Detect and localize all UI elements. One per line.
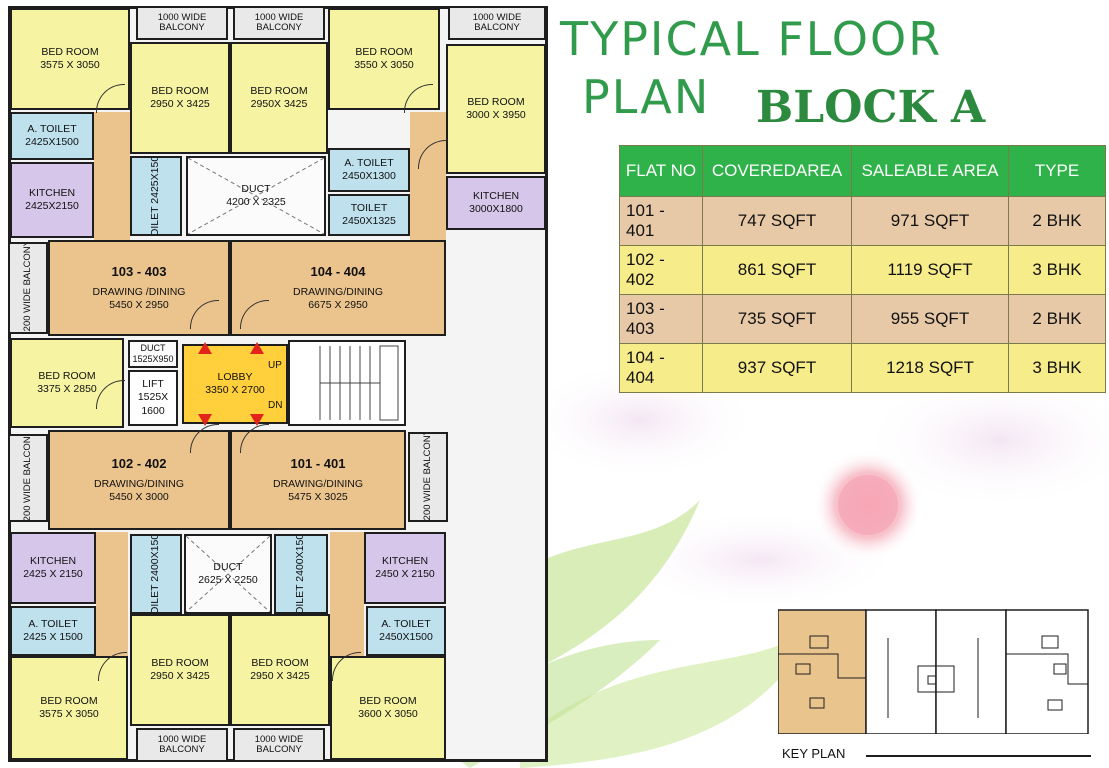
passage-bottom-right bbox=[330, 532, 364, 656]
cell-covered-area: 861 SQFT bbox=[702, 245, 852, 295]
cell-type: 2 BHK bbox=[1008, 294, 1106, 344]
balcony-bottom-1: 1000 WIDE BALCONY bbox=[136, 728, 228, 762]
table-row: 102 - 402 861 SQFT 1119 SQFT 3 BHK bbox=[619, 245, 1106, 295]
arrow-down-icon bbox=[250, 414, 264, 426]
table-row: 103 - 403 735 SQFT 955 SQFT 2 BHK bbox=[619, 294, 1106, 344]
key-plan-highlight bbox=[778, 609, 867, 734]
balcony-right: 1200 WIDE BALCONY bbox=[408, 432, 448, 522]
cell-flat-no: 101 - 401 bbox=[619, 196, 703, 246]
cell-type: 3 BHK bbox=[1008, 343, 1106, 393]
arrow-up-icon bbox=[198, 342, 212, 354]
staircase bbox=[288, 340, 406, 426]
passage-bottom-left bbox=[96, 532, 128, 656]
balcony-top-3: 1000 WIDE BALCONY bbox=[448, 6, 546, 40]
cell-flat-no: 104 - 404 bbox=[619, 343, 703, 393]
arrow-down-icon bbox=[198, 414, 212, 426]
cell-saleable-area: 971 SQFT bbox=[851, 196, 1009, 246]
header-saleable-area: SALEABLE AREA bbox=[851, 145, 1009, 197]
key-plan-diagram bbox=[778, 609, 1089, 734]
floor-plan: 1000 WIDE BALCONY 1000 WIDE BALCONY 1000… bbox=[8, 6, 548, 762]
cell-saleable-area: 955 SQFT bbox=[851, 294, 1009, 344]
toilet-top-1: TOILET 2425X1500 bbox=[130, 156, 182, 236]
balcony-left-1: 1200 WIDE BALCONY bbox=[8, 242, 48, 334]
cell-saleable-area: 1218 SQFT bbox=[851, 343, 1009, 393]
cell-flat-no: 102 - 402 bbox=[619, 245, 703, 295]
toilet-bottom-2: TOILET 2400X1500 bbox=[274, 534, 328, 614]
balcony-top-1: 1000 WIDE BALCONY bbox=[136, 6, 228, 40]
balcony-left-2: 1200 WIDE BALCONY bbox=[8, 434, 48, 522]
header-type: TYPE bbox=[1008, 145, 1106, 197]
table-row: 101 - 401 747 SQFT 971 SQFT 2 BHK bbox=[619, 196, 1106, 246]
toilet-bottom-1: TOILET 2400X1500 bbox=[130, 534, 182, 614]
stairs-icon bbox=[319, 345, 399, 421]
cell-covered-area: 735 SQFT bbox=[702, 294, 852, 344]
table-header-row: FLAT NO COVEREDAREA SALEABLE AREA TYPE bbox=[619, 145, 1106, 197]
stairs-up-label: UP bbox=[268, 360, 282, 371]
block-title: BLOCK A bbox=[756, 82, 986, 133]
cell-saleable-area: 1119 SQFT bbox=[851, 245, 1009, 295]
cell-covered-area: 747 SQFT bbox=[702, 196, 852, 246]
cell-covered-area: 937 SQFT bbox=[702, 343, 852, 393]
duct-cross-icon bbox=[186, 536, 270, 612]
header-flat-no: FLAT NO bbox=[619, 145, 703, 197]
area-table: FLAT NO COVEREDAREA SALEABLE AREA TYPE 1… bbox=[619, 145, 1106, 393]
stairs-down-label: DN bbox=[268, 400, 283, 411]
title-line-2: PLAN bbox=[582, 70, 711, 124]
table-row: 104 - 404 937 SQFT 1218 SQFT 3 BHK bbox=[619, 343, 1106, 393]
cell-type: 2 BHK bbox=[1008, 196, 1106, 246]
balcony-top-2: 1000 WIDE BALCONY bbox=[233, 6, 325, 40]
key-plan-label: KEY PLAN bbox=[782, 746, 846, 761]
header-covered-area: COVEREDAREA bbox=[702, 145, 852, 197]
cell-flat-no: 103 - 403 bbox=[619, 294, 703, 344]
title-line-1: TYPICAL FLOOR bbox=[560, 12, 943, 66]
duct-cross-icon bbox=[188, 158, 324, 234]
arrow-up-icon bbox=[250, 342, 264, 354]
passage-top-right bbox=[410, 112, 446, 240]
balcony-bottom-2: 1000 WIDE BALCONY bbox=[233, 728, 325, 762]
cell-type: 3 BHK bbox=[1008, 245, 1106, 295]
key-plan-underline bbox=[866, 755, 1091, 757]
passage-top-left bbox=[94, 112, 130, 240]
